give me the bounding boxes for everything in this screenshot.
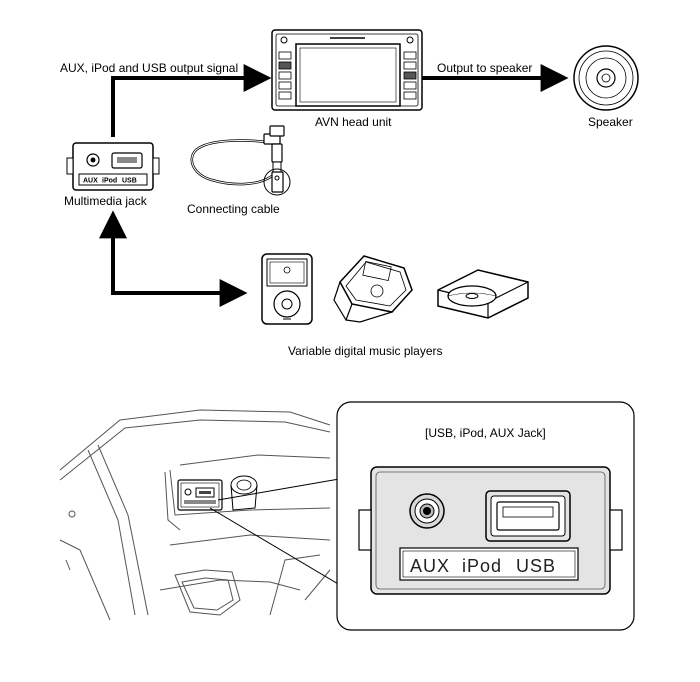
small-jack-ipod-label: iPod xyxy=(102,178,117,185)
aux-port-icon xyxy=(409,493,445,529)
head-unit-label: AVN head unit xyxy=(315,115,392,129)
portable-player-illustration xyxy=(333,255,413,323)
cd-player-illustration xyxy=(437,269,529,319)
jack-detail-panel: [USB, iPod, AUX Jack] AUX iPod USB xyxy=(336,401,635,631)
output-speaker-label: Output to speaker xyxy=(437,61,532,75)
connecting-cable-illustration xyxy=(190,125,291,196)
jack-detail-title: [USB, iPod, AUX Jack] xyxy=(425,426,546,440)
jack-aux-label: AUX xyxy=(410,556,450,576)
speaker-illustration xyxy=(573,45,639,111)
arrow-jack-to-players xyxy=(99,210,248,307)
multimedia-jack-illustration: AUX iPod USB xyxy=(66,142,160,191)
console-jack-illustration xyxy=(177,475,258,511)
music-players-label: Variable digital music players xyxy=(288,344,443,358)
connecting-cable-label: Connecting cable xyxy=(187,202,280,216)
small-jack-aux-label: AUX xyxy=(83,178,98,185)
small-jack-usb-label: USB xyxy=(122,178,137,185)
head-unit-illustration xyxy=(271,29,423,111)
jack-ipod-label: iPod xyxy=(462,556,502,576)
arrow-jack-to-head-unit xyxy=(111,64,272,137)
car-console-illustration xyxy=(59,409,331,621)
output-signal-label: AUX, iPod and USB output signal xyxy=(60,61,238,75)
usb-port-icon xyxy=(485,490,571,542)
callout-line-top xyxy=(217,477,346,501)
jack-usb-label: USB xyxy=(516,556,556,576)
ipod-player-illustration xyxy=(261,253,313,325)
speaker-label: Speaker xyxy=(588,115,633,129)
multimedia-jack-label: Multimedia jack xyxy=(64,194,148,208)
